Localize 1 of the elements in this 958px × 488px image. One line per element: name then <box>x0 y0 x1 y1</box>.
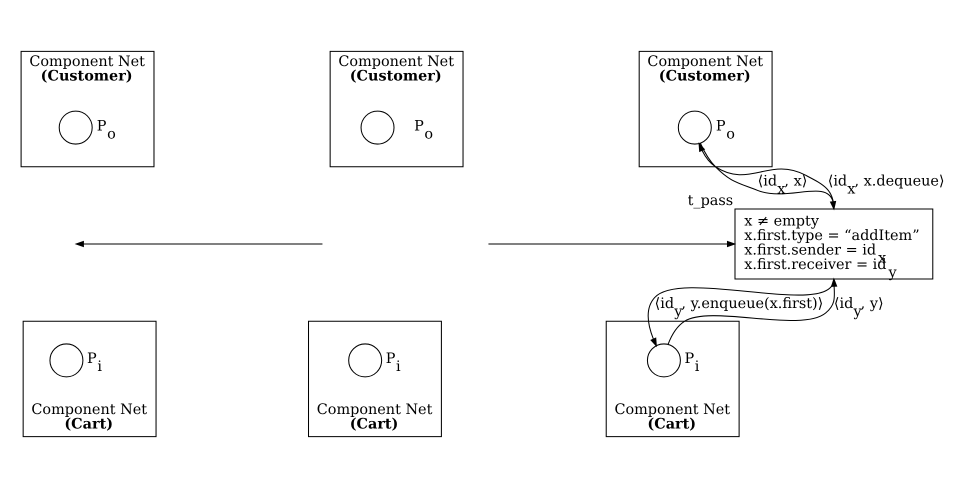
node-label: t_pass <box>688 193 734 210</box>
